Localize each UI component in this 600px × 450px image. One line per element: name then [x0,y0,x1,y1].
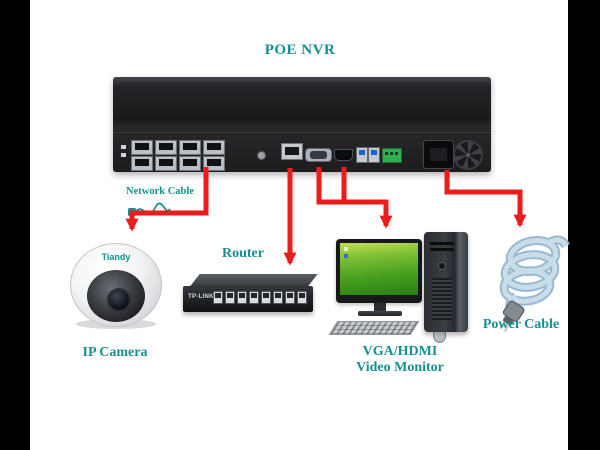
letterbox-right [568,0,600,450]
router-port [237,291,247,304]
network-cable-label: Network Cable [126,186,194,197]
ip-camera-label: IP Camera [82,345,148,360]
nvr-eth-port [131,140,153,155]
nvr-usb-port [356,147,368,163]
nvr-device [113,77,491,172]
router-port [297,291,307,304]
nvr-eth-port [155,156,177,171]
arrow-to-camera [125,167,209,232]
router-port [273,291,283,304]
router-top-face [190,274,318,286]
nvr-lan-port [281,143,303,160]
drive-bay [430,248,454,251]
nvr-eth-port [179,156,201,171]
ip-camera: Tiandy [70,243,162,333]
nvr-led [121,145,126,149]
nvr-led [121,153,126,157]
nvr-eth-port [203,140,225,155]
router-port [285,291,295,304]
router-port [225,291,235,304]
tower-vents [432,278,452,320]
monitor-base [358,311,402,316]
drive-bay [430,242,454,245]
power-button-icon [438,262,446,270]
router-port [261,291,271,304]
monitor-screen [340,243,418,295]
arrow-to-monitor [316,167,393,229]
camera-brand: Tiandy [101,252,131,262]
monitor-label-line1: VGA/HDMI [362,344,438,359]
nvr-eth-port [155,140,177,155]
keyboard [328,321,420,335]
arrow-to-power-cable [444,170,527,228]
pc-tower [424,232,468,332]
router-port [249,291,259,304]
camera-lens-icon [107,288,131,312]
nvr-fan [453,140,483,170]
nvr-reset-button [257,151,266,160]
nvr-hdmi-port [334,149,353,161]
nvr-eth-port [179,140,201,155]
power-cable-label: Power Cable [482,317,560,332]
nvr-eth-port [203,156,225,171]
router-device: TP-LINK [183,270,318,318]
diagram-title: POE NVR [264,42,336,58]
monitor-label-line2: Video Monitor [356,360,444,375]
router-label: Router [222,246,264,261]
letterbox-left [0,0,30,450]
nvr-power-inlet [423,140,454,169]
desktop-icon [344,254,348,258]
monitor-stand [374,303,386,311]
router-port [213,291,223,304]
monitor [336,239,422,303]
desktop-icon [344,247,348,251]
nvr-vga-port [305,148,332,162]
nvr-eth-port [131,156,153,171]
nvr-terminal-block [382,148,402,163]
nvr-usb-port [368,147,380,163]
network-cable-icon [128,202,171,216]
router-brand: TP-LINK [188,294,214,300]
